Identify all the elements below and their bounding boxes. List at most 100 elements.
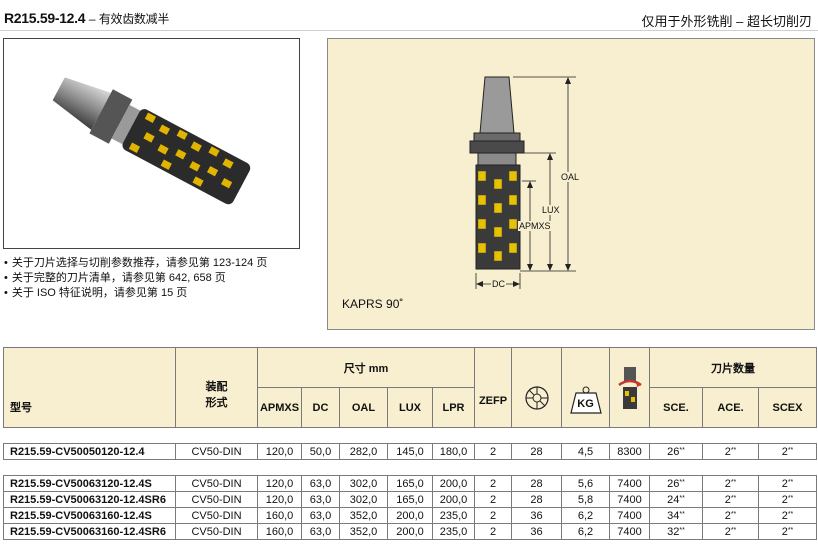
footnote-mark: ** [679, 478, 685, 486]
cell-rpm: 7400 [609, 475, 650, 492]
spacer-cell [3, 459, 817, 476]
cell-mount: CV50-DIN [175, 443, 258, 460]
cell-oal: 352,0 [339, 507, 388, 524]
cell-lpr: 235,0 [432, 523, 475, 540]
cell-kg: 5,6 [561, 475, 610, 492]
cell-oal: 302,0 [339, 491, 388, 508]
footnote-mark: ** [787, 478, 794, 486]
footnote-mark: ** [787, 446, 794, 454]
teeth-count-header [511, 347, 562, 428]
cell-sce: 26** [649, 443, 703, 460]
footnote-mark: ** [787, 510, 794, 518]
cell-lpr: 200,0 [432, 475, 475, 492]
spindle-speed-icon [617, 367, 642, 409]
cell-zefp: 2 [474, 523, 512, 540]
cell-rpm: 8300 [609, 443, 650, 460]
insert-count: 2 [781, 493, 788, 506]
cell-model: R215.59-CV50063160-12.4S [3, 507, 176, 524]
spacer-row [3, 427, 817, 444]
footnote-mark: ** [679, 526, 685, 534]
header-divider [0, 30, 818, 31]
cell-rpm: 7400 [609, 523, 650, 540]
insert-count: 32 [667, 525, 680, 538]
header-oal: OAL [339, 387, 388, 428]
cell-ace: 2** [702, 507, 759, 524]
cell-apmxs: 120,0 [257, 443, 302, 460]
footnote-mark: ** [730, 494, 737, 502]
footnote-mark: ** [787, 526, 794, 534]
cell-ace: 2** [702, 523, 759, 540]
footnote-mark: ** [730, 510, 737, 518]
header-lux: LUX [387, 387, 433, 428]
weight-icon: KG [569, 385, 603, 415]
cutter-face-icon [524, 386, 549, 410]
cell-oal: 302,0 [339, 475, 388, 492]
note-item: 关于 ISO 特征说明，请参见第 15 页 [4, 286, 267, 301]
footnote-mark: ** [679, 494, 685, 502]
cell-teeth: 36 [511, 523, 562, 540]
kaprs-label: KAPRS 90˚ [342, 297, 404, 311]
insert-count: 26 [667, 445, 680, 458]
insert-count: 2 [781, 445, 788, 458]
footnote-mark: ** [787, 494, 794, 502]
cell-sce: 24** [649, 491, 703, 508]
cell-dc: 63,0 [301, 475, 340, 492]
cell-mount: CV50-DIN [175, 491, 258, 508]
cutter-dimension-drawing-icon [469, 76, 576, 289]
product-photo [3, 38, 300, 249]
cell-dc: 63,0 [301, 523, 340, 540]
milling-cutter-photo-icon [52, 77, 251, 205]
spacer-row [3, 459, 817, 476]
cell-lpr: 180,0 [432, 443, 475, 460]
title-dash: – [88, 12, 96, 26]
cell-kg: 6,2 [561, 523, 610, 540]
cell-model: R215.59-CV50063120-12.4SR6 [3, 491, 176, 508]
cell-zefp: 2 [474, 443, 512, 460]
insert-count: 26 [667, 477, 680, 490]
cell-zefp: 2 [474, 507, 512, 524]
cell-ace: 2** [702, 475, 759, 492]
footnote-mark: ** [730, 526, 737, 534]
cell-kg: 6,2 [561, 507, 610, 524]
cell-scex: 2** [758, 491, 817, 508]
cell-apmxs: 160,0 [257, 507, 302, 524]
header-zefp: ZEFP [474, 347, 512, 428]
cell-lux: 200,0 [387, 523, 433, 540]
header-inserts-group: 刀片数量 [649, 347, 817, 388]
insert-count: 2 [781, 477, 788, 490]
cell-mount: CV50-DIN [175, 475, 258, 492]
cell-sce: 26** [649, 475, 703, 492]
cell-teeth: 36 [511, 507, 562, 524]
footnote-mark: ** [730, 446, 737, 454]
cell-lux: 200,0 [387, 507, 433, 524]
footnote-mark: ** [679, 446, 685, 454]
header-lpr: LPR [432, 387, 475, 428]
page-title: R215.59-12.4 – 有效齿数减半 [4, 10, 169, 27]
header-dc: DC [301, 387, 340, 428]
cell-zefp: 2 [474, 491, 512, 508]
cell-dc: 63,0 [301, 507, 340, 524]
product-code: R215.59-12.4 [4, 10, 86, 26]
insert-count: 34 [667, 509, 680, 522]
footnote-mark: ** [679, 510, 685, 518]
cell-lux: 145,0 [387, 443, 433, 460]
cell-rpm: 7400 [609, 491, 650, 508]
dc-label: DC [491, 279, 506, 289]
cell-scex: 2** [758, 523, 817, 540]
weight-unit: KG [577, 397, 594, 410]
cell-ace: 2** [702, 491, 759, 508]
cell-kg: 4,5 [561, 443, 610, 460]
insert-count: 2 [781, 509, 788, 522]
cell-dc: 50,0 [301, 443, 340, 460]
header-sce: SCE. [649, 387, 703, 428]
cell-oal: 282,0 [339, 443, 388, 460]
reference-notes: 关于刀片选择与切削参数推荐，请参见第 123-124 页 关于完整的刀片清单，请… [4, 256, 267, 301]
cell-mount: CV50-DIN [175, 523, 258, 540]
header-apmxs: APMXS [257, 387, 302, 428]
insert-count: 2 [724, 509, 731, 522]
spacer-cell [3, 427, 817, 444]
cell-kg: 5,8 [561, 491, 610, 508]
